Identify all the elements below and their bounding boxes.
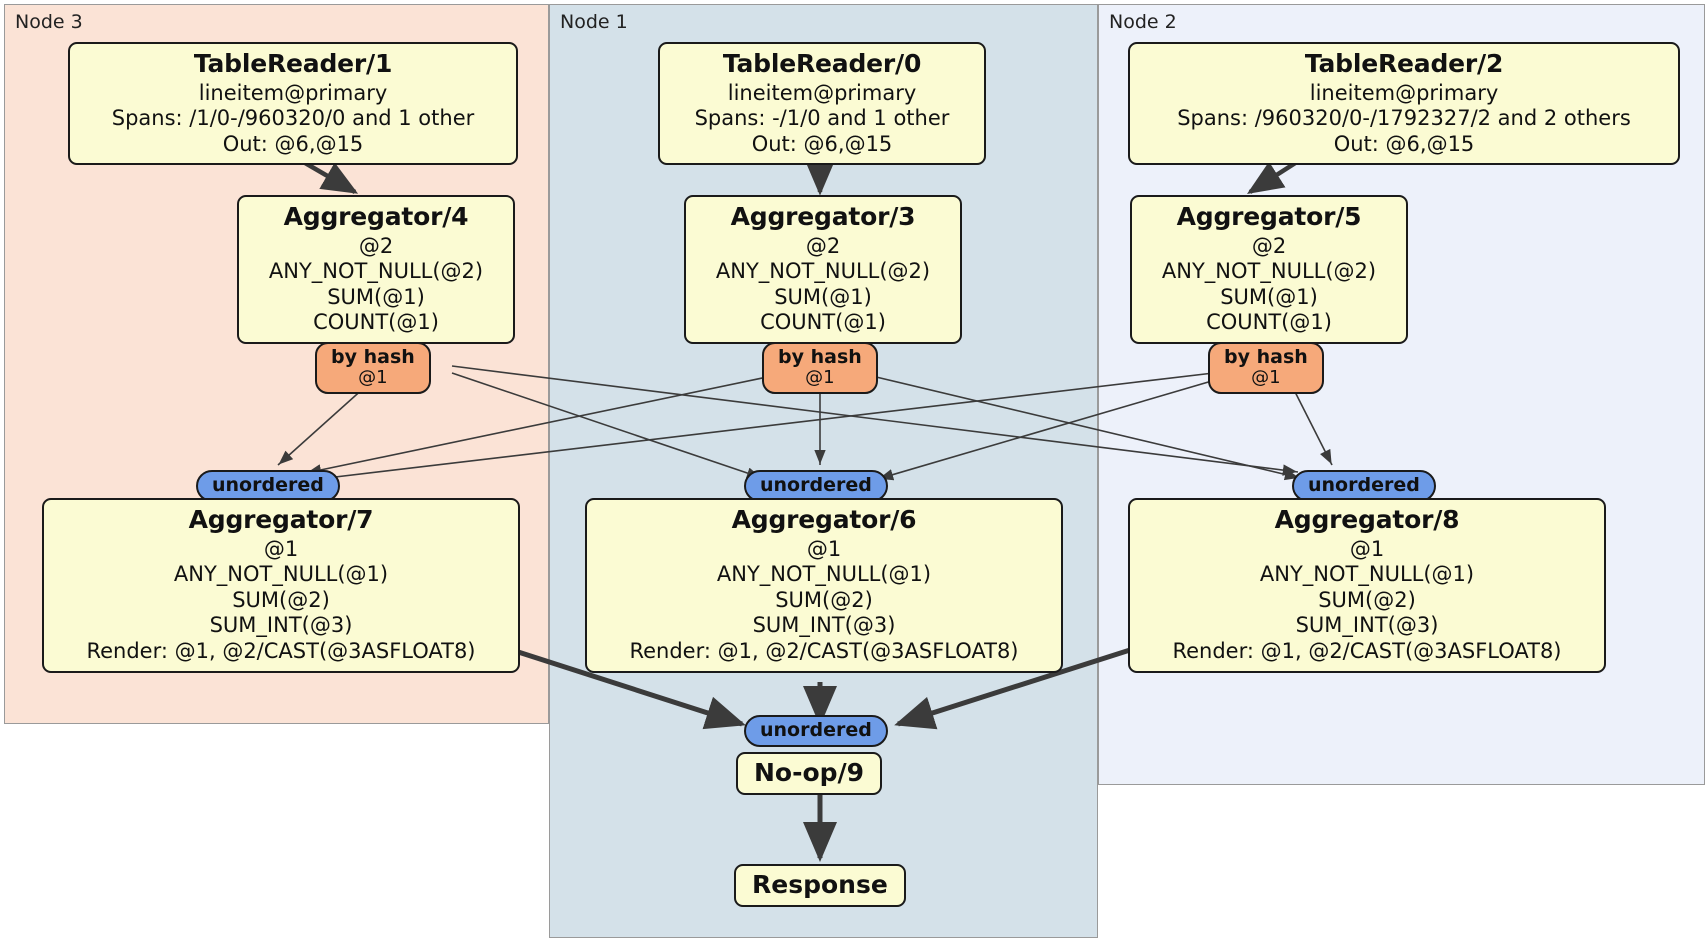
processor-table-reader-1[interactable]: TableReader/1 lineitem@primary Spans: /1… <box>68 42 518 166</box>
processor-agg-0: ANY_NOT_NULL(@1) <box>1259 562 1475 587</box>
processor-agg-2: SUM_INT(@3) <box>209 613 353 638</box>
processor-spans: Spans: /960320/0-/1792327/2 and 2 others <box>1177 106 1631 131</box>
processor-agg-2: SUM_INT(@3) <box>1295 613 1439 638</box>
processor-title: Aggregator/6 <box>731 505 917 534</box>
router-label: by hash <box>331 346 415 368</box>
processor-spans: Spans: -/1/0 and 1 other <box>694 106 950 131</box>
processor-title: No-op/9 <box>754 758 865 787</box>
processor-group-cols: @2 <box>358 233 394 258</box>
processor-agg-1: SUM(@2) <box>1318 587 1416 612</box>
processor-agg-2: COUNT(@1) <box>313 310 439 335</box>
processor-group-cols: @2 <box>1251 233 1287 258</box>
router-column: @1 <box>358 367 388 389</box>
synchronizer-label: unordered <box>1308 474 1420 496</box>
router-by-hash-node-2[interactable]: by hash @1 <box>1208 342 1324 395</box>
processor-agg-1: SUM(@1) <box>327 284 425 309</box>
processor-agg-2: COUNT(@1) <box>1206 310 1332 335</box>
processor-spans: Spans: /1/0-/960320/0 and 1 other <box>111 106 475 131</box>
router-by-hash-node-3[interactable]: by hash @1 <box>315 342 431 395</box>
synchronizer-label: unordered <box>760 474 872 496</box>
node-panel-label-node-3: Node 3 <box>15 11 83 33</box>
processor-out: Out: @6,@15 <box>222 131 364 156</box>
processor-agg-0: ANY_NOT_NULL(@2) <box>268 259 484 284</box>
processor-agg-0: ANY_NOT_NULL(@1) <box>716 562 932 587</box>
processor-title: Aggregator/4 <box>283 202 469 231</box>
processor-aggregator-7[interactable]: Aggregator/7 @1 ANY_NOT_NULL(@1) SUM(@2)… <box>42 498 520 673</box>
processor-table: lineitem@primary <box>727 80 917 105</box>
processor-group-cols: @1 <box>806 536 842 561</box>
synchronizer-unordered-final[interactable]: unordered <box>744 715 888 748</box>
synchronizer-unordered-node-1[interactable]: unordered <box>744 470 888 503</box>
processor-out: Out: @6,@15 <box>1333 131 1475 156</box>
processor-group-cols: @2 <box>805 233 841 258</box>
node-panel-label-node-2: Node 2 <box>1109 11 1177 33</box>
processor-title: TableReader/0 <box>722 49 922 78</box>
processor-group-cols: @1 <box>263 536 299 561</box>
processor-aggregator-6[interactable]: Aggregator/6 @1 ANY_NOT_NULL(@1) SUM(@2)… <box>585 498 1063 673</box>
processor-agg-2: COUNT(@1) <box>760 310 886 335</box>
processor-title: TableReader/1 <box>193 49 393 78</box>
processor-render: Render: @1, @2/CAST(@3ASFLOAT8) <box>1172 638 1562 663</box>
processor-agg-1: SUM(@1) <box>774 284 872 309</box>
processor-agg-0: ANY_NOT_NULL(@2) <box>715 259 931 284</box>
router-by-hash-node-1[interactable]: by hash @1 <box>762 342 878 395</box>
processor-agg-0: ANY_NOT_NULL(@2) <box>1161 259 1377 284</box>
node-panel-label-node-1: Node 1 <box>560 11 628 33</box>
router-label: by hash <box>778 346 862 368</box>
processor-group-cols: @1 <box>1349 536 1385 561</box>
synchronizer-label: unordered <box>212 474 324 496</box>
processor-table-reader-2[interactable]: TableReader/2 lineitem@primary Spans: /9… <box>1128 42 1680 166</box>
router-column: @1 <box>1251 367 1281 389</box>
processor-agg-0: ANY_NOT_NULL(@1) <box>173 562 389 587</box>
processor-response[interactable]: Response <box>734 864 906 907</box>
processor-out: Out: @6,@15 <box>751 131 893 156</box>
processor-title: Aggregator/5 <box>1176 202 1362 231</box>
processor-table: lineitem@primary <box>198 80 388 105</box>
processor-title: Aggregator/7 <box>188 505 374 534</box>
processor-title: TableReader/2 <box>1304 49 1504 78</box>
processor-title: Aggregator/3 <box>730 202 916 231</box>
router-column: @1 <box>805 367 835 389</box>
processor-title: Response <box>752 870 888 899</box>
router-label: by hash <box>1224 346 1308 368</box>
processor-aggregator-8[interactable]: Aggregator/8 @1 ANY_NOT_NULL(@1) SUM(@2)… <box>1128 498 1606 673</box>
processor-agg-2: SUM_INT(@3) <box>752 613 896 638</box>
processor-aggregator-4[interactable]: Aggregator/4 @2 ANY_NOT_NULL(@2) SUM(@1)… <box>237 195 515 344</box>
processor-table: lineitem@primary <box>1309 80 1499 105</box>
processor-agg-1: SUM(@2) <box>232 587 330 612</box>
processor-agg-1: SUM(@1) <box>1220 284 1318 309</box>
synchronizer-unordered-node-2[interactable]: unordered <box>1292 470 1436 503</box>
processor-aggregator-3[interactable]: Aggregator/3 @2 ANY_NOT_NULL(@2) SUM(@1)… <box>684 195 962 344</box>
processor-aggregator-5[interactable]: Aggregator/5 @2 ANY_NOT_NULL(@2) SUM(@1)… <box>1130 195 1408 344</box>
processor-render: Render: @1, @2/CAST(@3ASFLOAT8) <box>86 638 476 663</box>
processor-table-reader-0[interactable]: TableReader/0 lineitem@primary Spans: -/… <box>658 42 986 166</box>
processor-agg-1: SUM(@2) <box>775 587 873 612</box>
synchronizer-label: unordered <box>760 719 872 741</box>
processor-no-op-9[interactable]: No-op/9 <box>736 752 883 795</box>
processor-title: Aggregator/8 <box>1274 505 1460 534</box>
processor-render: Render: @1, @2/CAST(@3ASFLOAT8) <box>629 638 1019 663</box>
